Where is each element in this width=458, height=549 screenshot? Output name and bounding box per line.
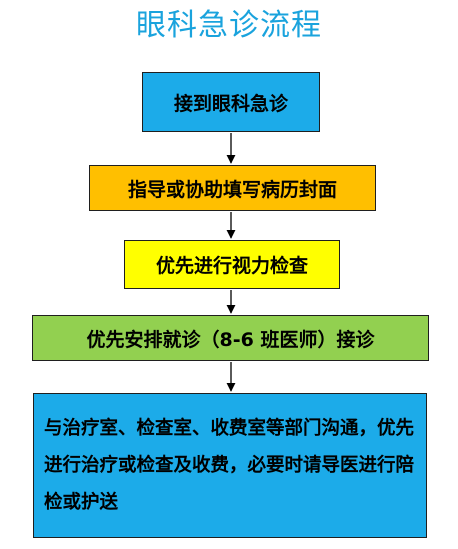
step-fill-record-cover-label: 指导或协助填写病历封面 xyxy=(127,178,337,201)
step-receive-emergency-label: 接到眼科急诊 xyxy=(173,92,288,115)
flowchart-title: 眼科急诊流程 xyxy=(136,8,322,43)
step-vision-test: 优先进行视力检查 xyxy=(124,240,340,289)
step-coordinate-departments-label: 与治疗室、检查室、收费室等部门沟通，优先进行治疗或检查及收费，必要时请导医进行陪… xyxy=(44,418,415,513)
step-vision-test-label: 优先进行视力检查 xyxy=(155,255,308,277)
step-arrange-consultation: 优先安排就诊（8-6 班医师）接诊 xyxy=(32,315,429,361)
step-receive-emergency: 接到眼科急诊 xyxy=(142,72,320,132)
step-coordinate-departments: 与治疗室、检查室、收费室等部门沟通，优先进行治疗或检查及收费，必要时请导医进行陪… xyxy=(33,393,427,538)
step-arrange-consultation-label: 优先安排就诊（8-6 班医师）接诊 xyxy=(86,328,375,351)
step-fill-record-cover: 指导或协助填写病历封面 xyxy=(89,165,376,211)
